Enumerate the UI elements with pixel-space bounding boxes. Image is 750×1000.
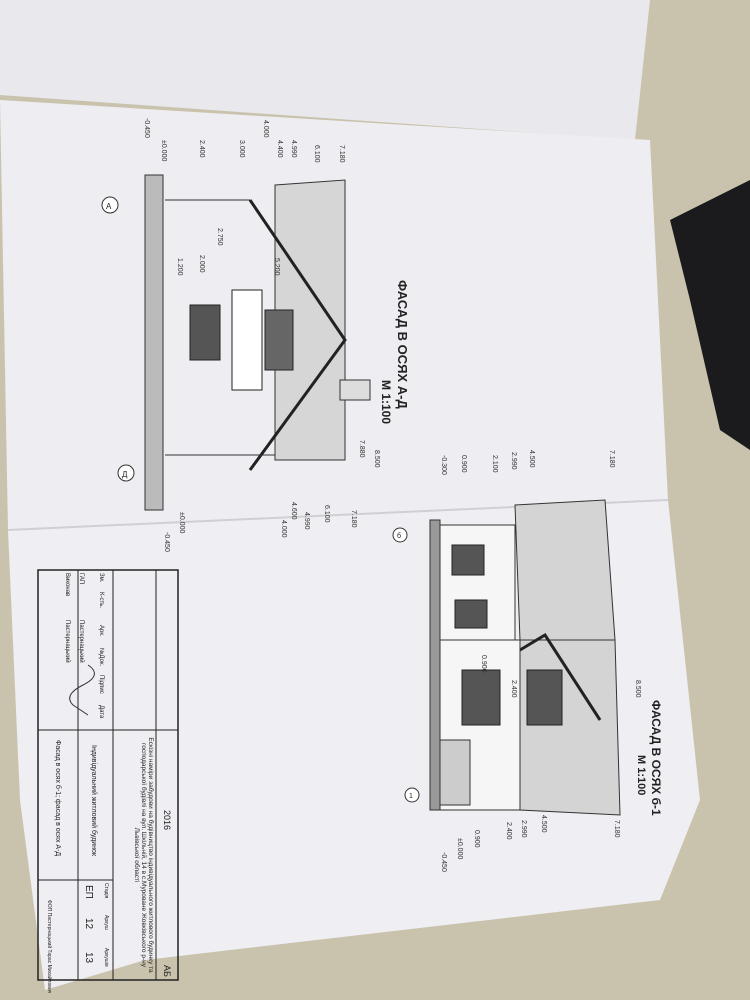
dimension-label: 2.100 bbox=[491, 455, 498, 473]
facade-a-d: А Д ФАСАД В ОСЯХ А-Д М 1:100 7.180 6.100… bbox=[101, 118, 410, 552]
level-marks: 7.180 6.100 4.990 4.400 4.000 3.000 2.40… bbox=[143, 118, 380, 552]
dimension-label: 8.500 bbox=[634, 680, 641, 698]
gable bbox=[519, 632, 602, 721]
dimension-label: 4.500 bbox=[528, 450, 535, 468]
dimension-label: 6.100 bbox=[313, 145, 320, 163]
window bbox=[264, 309, 294, 371]
background-sheet bbox=[0, 0, 650, 140]
sheet-number: 12 bbox=[83, 918, 94, 930]
drawing-scale: М 1:100 bbox=[379, 380, 393, 424]
dimension-label: 4.990 bbox=[290, 140, 297, 158]
drawing-scale: М 1:100 bbox=[635, 755, 647, 795]
dimension-label: -0.450 bbox=[440, 852, 447, 872]
dimension-label: ±0.000 bbox=[160, 140, 167, 161]
dimension-label: Стадія bbox=[103, 883, 109, 899]
roof-tiles-upper bbox=[514, 499, 616, 641]
dimension-label: 4.000 bbox=[262, 120, 269, 138]
dimension-label: 4.500 bbox=[540, 815, 547, 833]
dimension-label: 7.880 bbox=[358, 440, 365, 458]
axis-marker-b bbox=[392, 527, 408, 543]
dimension-label: Виконав bbox=[64, 573, 70, 596]
sheet-count: 13 bbox=[83, 952, 94, 964]
doc-code: АБ bbox=[162, 965, 172, 977]
porch-railing bbox=[439, 739, 471, 806]
window bbox=[451, 544, 485, 576]
dimension-label: 2.400 bbox=[510, 680, 517, 698]
dimension-label: К-сть. bbox=[98, 592, 104, 608]
dimension-label: 4.990 bbox=[303, 512, 310, 530]
facade-b-1: б 1 ФАСАД В ОСЯХ б-1 М 1:100 7.180 4.500… bbox=[392, 450, 663, 872]
dimension-label: Зм. bbox=[98, 573, 104, 583]
dimension-label: 4.000 bbox=[280, 520, 287, 538]
dimension-label: 3.000 bbox=[238, 140, 245, 158]
dimension-label: -0.450 bbox=[163, 532, 170, 552]
dimension-label: ±0.000 bbox=[456, 838, 463, 859]
dimension-label: 0.900 bbox=[473, 830, 480, 848]
dimension-label: 6.100 bbox=[323, 505, 330, 523]
axis-marker-1 bbox=[404, 787, 420, 803]
window bbox=[189, 304, 221, 361]
dimension-label: 2.400 bbox=[505, 822, 512, 840]
dimension-label: Дата bbox=[98, 705, 104, 719]
sheet-title: Фасад в осях б-1; фасад в осях А-Д bbox=[54, 740, 62, 856]
roof-tiles-lower bbox=[519, 639, 621, 816]
axis-label: б bbox=[397, 532, 401, 540]
dimension-label: 7.180 bbox=[608, 450, 615, 468]
stage: ЕП bbox=[83, 885, 94, 899]
dimension-label: Пастернацький bbox=[64, 620, 71, 663]
dimension-label: Аркушів bbox=[103, 948, 109, 967]
dimension-label: 4.600 bbox=[290, 502, 297, 520]
bag-strap bbox=[670, 180, 750, 450]
dimension-label: №Док. bbox=[98, 648, 105, 667]
signature bbox=[69, 664, 95, 716]
year: 2016 bbox=[162, 810, 172, 830]
ground-strip bbox=[429, 519, 441, 811]
roof-outline bbox=[248, 199, 347, 471]
dimension-label: 2.400 bbox=[198, 140, 205, 158]
axis-marker-a bbox=[101, 196, 119, 214]
axis-label: Д bbox=[122, 470, 128, 479]
axis-label: А bbox=[106, 202, 112, 211]
revision-table: Зм. К-сть. Арк. №Док. Підпис Дата ГАП Ви… bbox=[64, 573, 105, 719]
dimension-label: 7.180 bbox=[613, 820, 620, 838]
axis-marker-d bbox=[117, 464, 135, 482]
title-block: Зм. К-сть. Арк. №Док. Підпис Дата ГАП Ви… bbox=[37, 569, 179, 994]
dimension-label: ±0.000 bbox=[178, 512, 185, 533]
dimension-label: Підпис bbox=[98, 675, 104, 694]
drawing-title: ФАСАД В ОСЯХ А-Д bbox=[395, 280, 410, 409]
dimension-label: 2.990 bbox=[510, 452, 517, 470]
dimension-label: 0.900 bbox=[480, 655, 487, 673]
balcony bbox=[231, 289, 263, 391]
level-marks: 7.180 4.500 2.990 2.100 0.900 -0.300 8.5… bbox=[440, 450, 641, 872]
dimension-label: 4.400 bbox=[276, 140, 283, 158]
company: ФОП Пастернацький Тарас Михайлович bbox=[46, 900, 53, 994]
dimension-label: Пастернацький bbox=[78, 620, 85, 663]
project-description: Ескізні наміри забудови на будівництво і… bbox=[133, 737, 154, 973]
dimension-label: Аркуш bbox=[103, 915, 109, 930]
dimension-label: 1.200 bbox=[176, 258, 183, 276]
drawing-title: ФАСАД В ОСЯХ б-1 bbox=[649, 700, 663, 816]
dimension-label: 2.000 bbox=[198, 255, 205, 273]
dimension-label: ГАП bbox=[78, 573, 84, 584]
dimension-label: 2.750 bbox=[216, 228, 223, 246]
window bbox=[454, 599, 488, 629]
dimension-label: 8.500 bbox=[373, 450, 380, 468]
dimension-label: 5.200 bbox=[273, 258, 280, 276]
dimension-label: -0.450 bbox=[143, 118, 150, 138]
dimension-label: 2.990 bbox=[520, 820, 527, 838]
ground-strip bbox=[144, 174, 164, 511]
window bbox=[526, 669, 563, 726]
dimension-label: 7.180 bbox=[338, 145, 345, 163]
axis-label: 1 bbox=[409, 793, 413, 800]
window bbox=[461, 669, 501, 726]
dimension-label: 0.900 bbox=[460, 455, 467, 473]
dimension-label: -0.300 bbox=[440, 455, 447, 475]
dimension-label: Арк. bbox=[98, 625, 104, 637]
chimney bbox=[339, 379, 371, 401]
dimension-label: 7.180 bbox=[350, 510, 357, 528]
object-name: Індивідуальний житловий будинок bbox=[90, 745, 98, 857]
